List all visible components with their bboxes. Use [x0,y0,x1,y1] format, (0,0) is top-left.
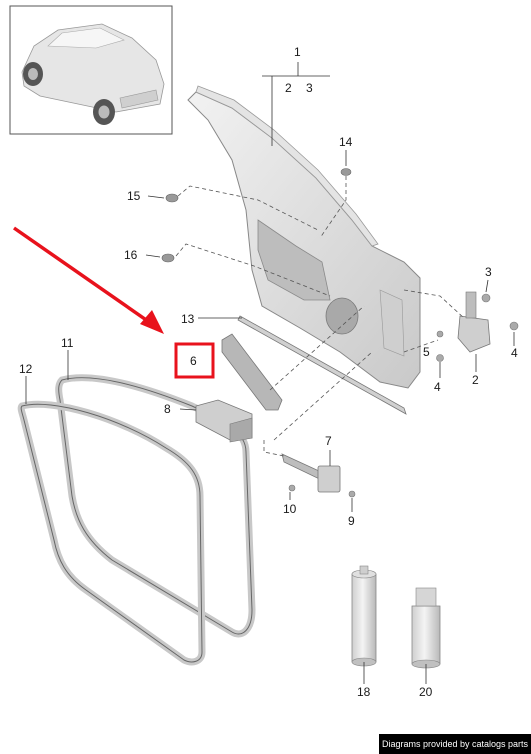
highlight-box [174,342,215,379]
callout-4-left: 4 [434,380,441,394]
callout-2: 2 [472,373,479,387]
callout-1: 1 [294,45,301,59]
highlight-arrow [13,226,164,334]
door-check [281,453,356,498]
door-block [195,399,253,443]
callout-9: 9 [348,514,355,528]
callout-13: 13 [181,312,195,326]
door-hinge [436,291,519,362]
vehicle-thumbnail [9,5,173,135]
callout-14: 14 [339,135,353,149]
leader-lines [25,62,515,684]
plug-16 [161,253,175,263]
callout-6: 6 [190,354,197,368]
door-seal-inner-edge [20,403,203,663]
door-seal-inner [17,400,206,666]
callout-4-right: 4 [511,346,518,360]
callout-18: 18 [357,685,371,699]
aerosol-can-20 [411,587,441,669]
dashed-guides [175,176,465,457]
callout-3: 3 [485,265,492,279]
callout-11: 11 [61,336,74,350]
plug-14 [340,168,352,176]
callout-15: 15 [127,189,141,203]
callout-8: 8 [164,402,171,416]
door-shell [187,85,421,389]
footer-credit[interactable]: Diagrams provided by catalogs parts [379,734,531,754]
aerosol-can-18 [351,565,377,667]
callout-1-sub-3: 3 [306,81,313,95]
callout-5: 5 [423,345,430,359]
door-seal-outer-edge [58,377,253,635]
callout-7: 7 [325,434,332,448]
plug-15 [165,193,179,203]
callout-12: 12 [19,362,33,376]
callout-20: 20 [419,685,433,699]
callout-1-sub-2: 2 [285,81,292,95]
callout-10: 10 [283,502,297,516]
window-channel-strip [237,315,407,415]
sound-pad [221,333,283,411]
callout-16: 16 [124,248,138,262]
